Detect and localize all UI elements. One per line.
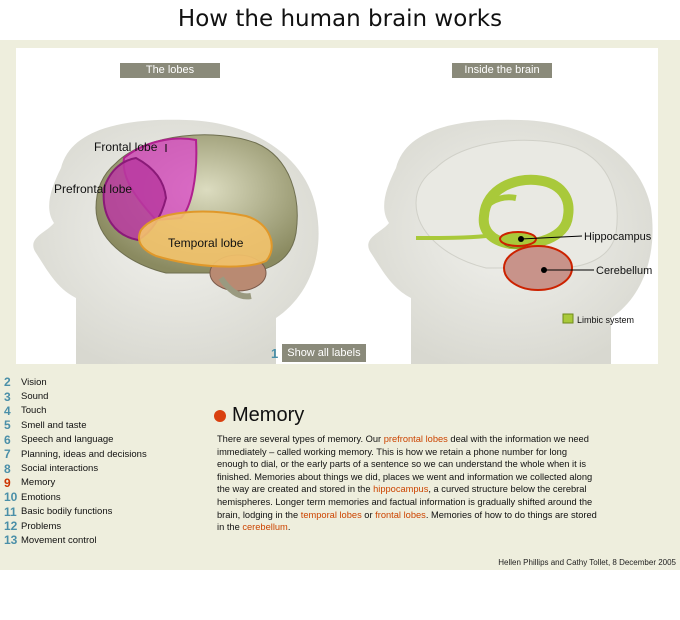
body-text: deal with the information we need immedi…: [217, 434, 593, 495]
show-all-labels-button[interactable]: Show all labels: [282, 344, 366, 362]
tab-inside-the-brain[interactable]: Inside the brain: [452, 63, 552, 78]
temporal-lobe-shape: [137, 210, 273, 268]
link-temporal-lobes[interactable]: temporal lobes: [300, 509, 362, 520]
body-text: or: [361, 509, 376, 520]
section-body: There are several types of memory. Our p…: [217, 433, 597, 534]
cerebellum-label: Cerebellum: [596, 265, 652, 277]
limbic-legend-label: Limbic system: [577, 315, 634, 325]
link-prefrontal-lobes[interactable]: prefrontal lobes: [383, 434, 448, 444]
link-hippocampus[interactable]: hippocampus: [373, 484, 429, 495]
limbic-legend-swatch: [562, 313, 574, 324]
body-text: . Memories of how to do things are store…: [217, 509, 597, 533]
section-title: Memory: [232, 404, 305, 426]
tab-the-lobes[interactable]: The lobes: [120, 63, 220, 78]
byline: Hellen Phillips and Cathy Tollet, 8 Dece…: [498, 558, 676, 567]
link-cerebellum[interactable]: cerebellum: [242, 522, 288, 533]
show-all-number: 1: [271, 345, 279, 361]
body-text: There are several types of memory. Our: [217, 434, 384, 444]
prefrontal-lobe-shape: [102, 156, 168, 242]
right-cerebellum-shape: [503, 245, 573, 291]
brain-illustrations: Frontal lobe Prefrontal lobe Temporal lo…: [33, 119, 653, 364]
body-text: , a curved structure below the cerebral …: [217, 484, 593, 520]
temporal-lobe-label: Temporal lobe: [168, 236, 244, 250]
prefrontal-lobe-label: Prefrontal lobe: [54, 182, 132, 196]
link-frontal-lobes[interactable]: frontal lobes: [375, 509, 426, 520]
page-title: How the human brain works: [177, 6, 503, 32]
body-text: .: [287, 522, 291, 533]
frontal-lobe-label: Frontal lobe: [94, 140, 158, 154]
hippocampus-label: Hippocampus: [584, 231, 652, 243]
show-all-labels-control[interactable]: 1 Show all labels: [271, 344, 366, 362]
section-heading: Memory: [214, 404, 304, 427]
bullet-dot-icon: [214, 409, 226, 422]
